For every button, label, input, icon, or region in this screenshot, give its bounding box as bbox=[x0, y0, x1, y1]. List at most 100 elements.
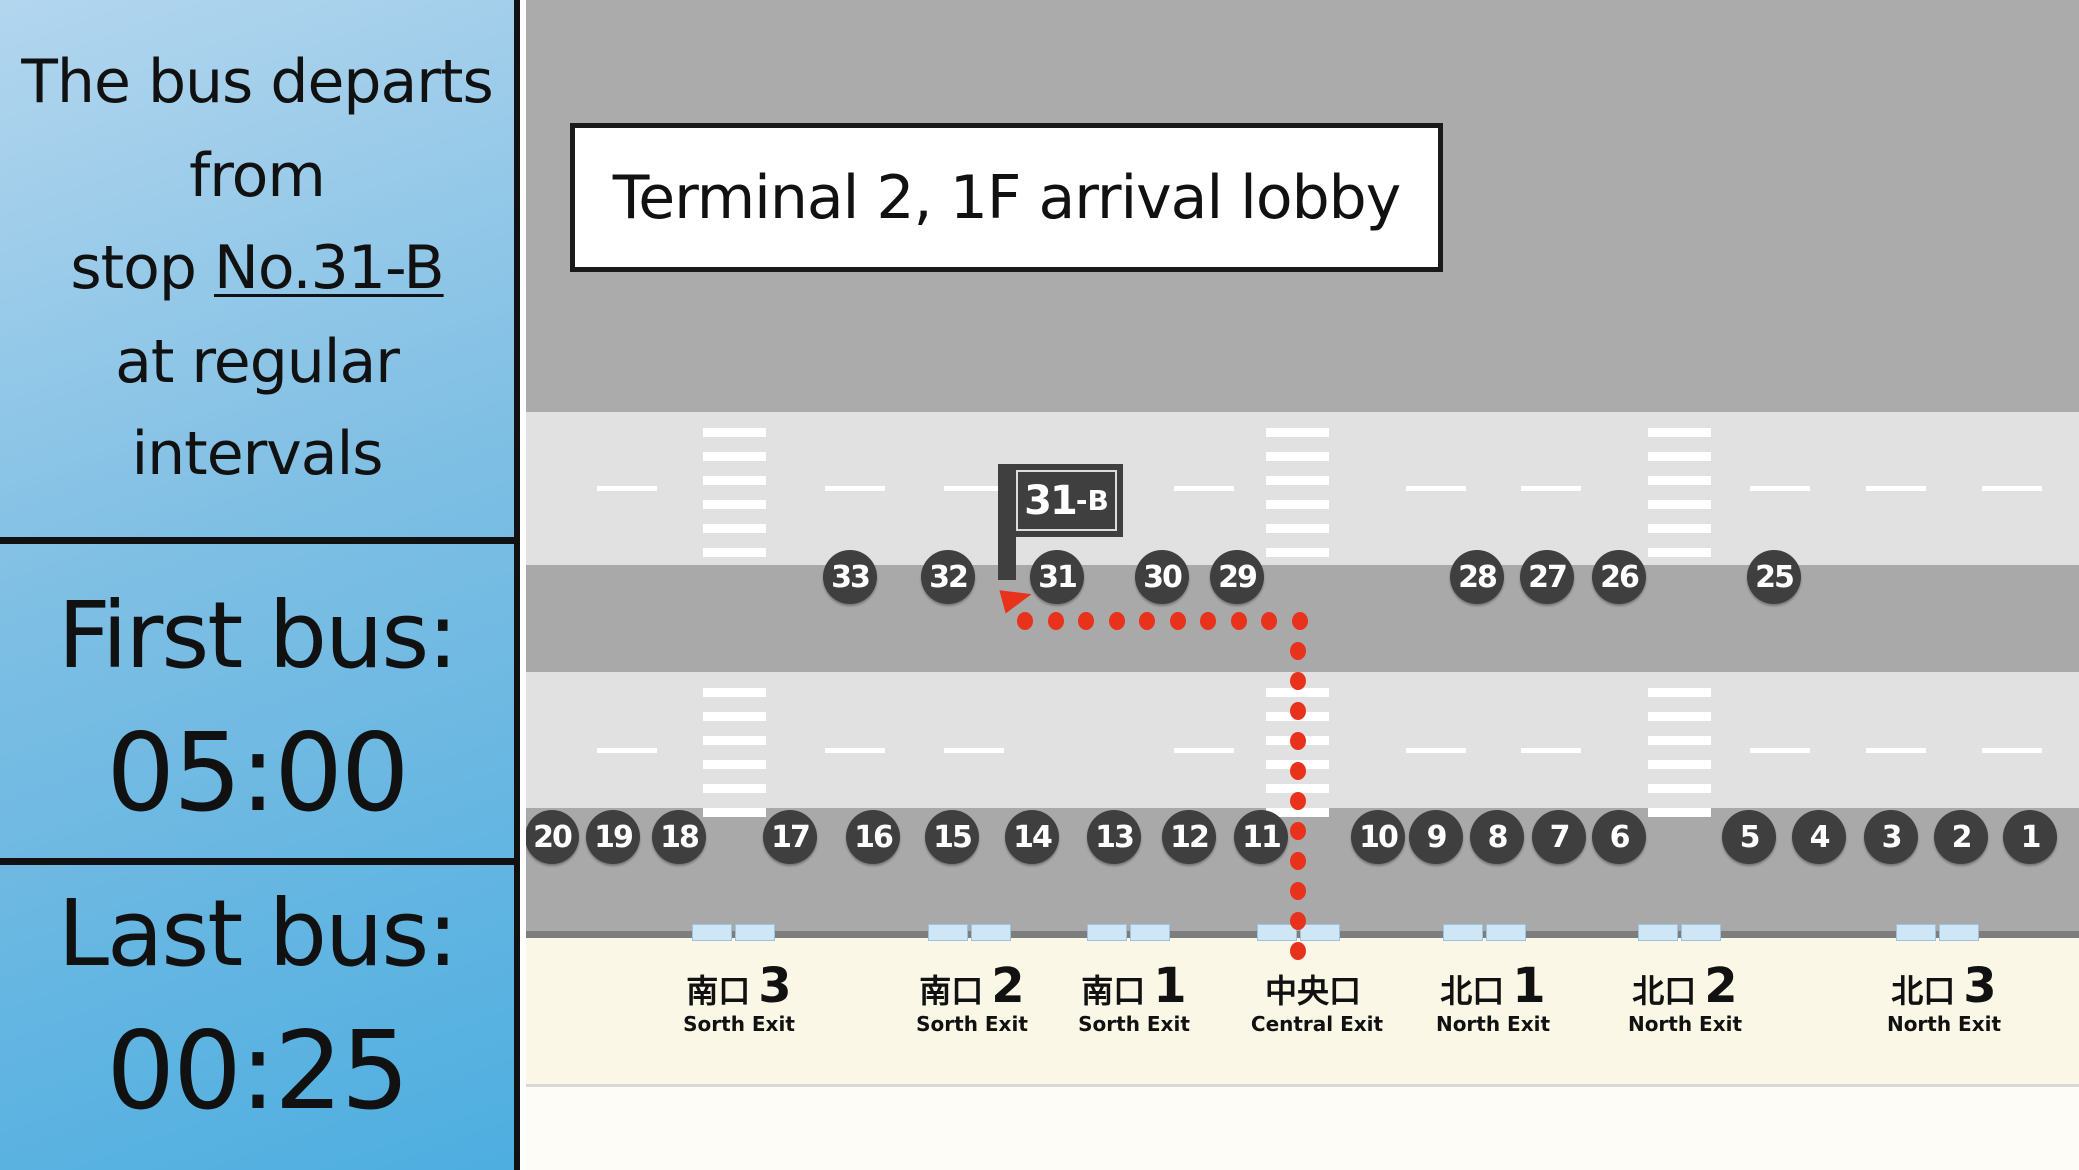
divider bbox=[0, 858, 520, 865]
lane-dash bbox=[1866, 748, 1926, 753]
intro-line-3: stop No.31-B bbox=[0, 238, 514, 298]
route-dot bbox=[1200, 612, 1216, 630]
stop-id: No.31-B bbox=[214, 233, 445, 303]
route-dot bbox=[1047, 612, 1064, 630]
crosswalk-stripe bbox=[703, 500, 766, 509]
door bbox=[692, 924, 732, 941]
route-dot bbox=[1078, 612, 1094, 630]
door bbox=[1257, 924, 1297, 941]
door bbox=[1939, 924, 1979, 941]
exit-name-en: North Exit bbox=[1886, 1012, 2002, 1036]
bus-stop: 30 bbox=[1135, 550, 1189, 604]
bus-stop: 9 bbox=[1409, 810, 1463, 864]
crosswalk-stripe bbox=[1648, 784, 1711, 793]
door bbox=[1896, 924, 1936, 941]
exit-name-en: North Exit bbox=[1627, 1012, 1743, 1036]
bus-stop: 33 bbox=[823, 550, 877, 604]
bus-stop: 7 bbox=[1532, 810, 1586, 864]
exit-number: 1 bbox=[1153, 958, 1187, 1014]
route-dot bbox=[1169, 612, 1186, 630]
exit-number: 3 bbox=[758, 958, 792, 1014]
bus-stop: 28 bbox=[1450, 550, 1504, 604]
route-dot bbox=[1230, 612, 1247, 630]
route-dot bbox=[1290, 882, 1306, 900]
bus-stop: 19 bbox=[586, 810, 640, 864]
bus-stop: 16 bbox=[846, 810, 900, 864]
bus-stop: 29 bbox=[1210, 550, 1264, 604]
bus-stop: 18 bbox=[652, 810, 706, 864]
bus-stop: 5 bbox=[1722, 810, 1776, 864]
crosswalk-stripe bbox=[703, 548, 766, 557]
crosswalk-stripe bbox=[703, 736, 766, 745]
stop-sign-31b: 31-B bbox=[998, 464, 1123, 537]
crosswalk-stripe bbox=[1648, 476, 1711, 485]
lane-dash bbox=[1866, 486, 1926, 491]
exit-number: 2 bbox=[1704, 958, 1738, 1014]
last-bus-label: Last bus: bbox=[57, 880, 459, 987]
exit-name-en: Sorth Exit bbox=[683, 1012, 795, 1036]
door bbox=[1638, 924, 1678, 941]
info-panel: The bus departs from stop No.31-B at reg… bbox=[0, 0, 520, 1170]
lane-dash bbox=[597, 748, 657, 753]
bus-stop: 2 bbox=[1934, 810, 1988, 864]
crosswalk-stripe bbox=[1648, 760, 1711, 769]
lane-dash bbox=[1750, 486, 1810, 491]
exit-jp: 北口 bbox=[1632, 972, 1697, 1010]
route-dot bbox=[1290, 942, 1306, 960]
exit-number: 3 bbox=[1963, 958, 1997, 1014]
exit-name-en: Sorth Exit bbox=[1078, 1012, 1190, 1036]
bus-stop: 11 bbox=[1234, 810, 1288, 864]
route-dot bbox=[1290, 732, 1306, 750]
crosswalk-stripe bbox=[1266, 688, 1329, 697]
crosswalk-stripe bbox=[1648, 428, 1711, 437]
lane-dash bbox=[944, 486, 1004, 491]
exit-jp: 中央口 bbox=[1264, 972, 1361, 1010]
crosswalk-stripe bbox=[1648, 712, 1711, 721]
lane-dash bbox=[1406, 748, 1466, 753]
crosswalk-stripe bbox=[1266, 548, 1329, 557]
divider bbox=[0, 537, 520, 544]
bus-stop: 14 bbox=[1005, 810, 1059, 864]
crosswalk-stripe bbox=[1648, 548, 1711, 557]
crosswalk-stripe bbox=[1266, 808, 1329, 817]
lane-dash bbox=[1982, 748, 2042, 753]
crosswalk-stripe bbox=[703, 452, 766, 461]
exit-jp: 南口 bbox=[919, 972, 984, 1010]
last-bus-time: 00:25 bbox=[106, 1009, 409, 1134]
door bbox=[971, 924, 1011, 941]
crosswalk-stripe bbox=[1648, 688, 1711, 697]
location-title: Terminal 2, 1F arrival lobby bbox=[570, 123, 1443, 272]
route-dot bbox=[1290, 672, 1306, 690]
sign-number: 31 bbox=[1024, 477, 1078, 524]
bus-stop: 31 bbox=[1030, 550, 1084, 604]
route-dot bbox=[1290, 852, 1306, 870]
first-bus-label: First bus: bbox=[57, 582, 459, 689]
lobby-interior bbox=[526, 1087, 2079, 1170]
crosswalk-stripe bbox=[703, 808, 766, 817]
lane-dash bbox=[825, 486, 885, 491]
door bbox=[928, 924, 968, 941]
door bbox=[1681, 924, 1721, 941]
crosswalk-stripe bbox=[1648, 452, 1711, 461]
route-dot bbox=[1017, 612, 1033, 630]
lane-dash bbox=[1174, 748, 1234, 753]
bus-stop: 6 bbox=[1592, 810, 1646, 864]
bus-stop: 20 bbox=[526, 810, 579, 864]
crosswalk-stripe bbox=[703, 428, 766, 437]
route-dot bbox=[1108, 612, 1125, 630]
lane-dash bbox=[1174, 486, 1234, 491]
crosswalk-stripe bbox=[1266, 784, 1329, 793]
door bbox=[1486, 924, 1526, 941]
crosswalk-stripe bbox=[703, 476, 766, 485]
lane-dash bbox=[1982, 486, 2042, 491]
